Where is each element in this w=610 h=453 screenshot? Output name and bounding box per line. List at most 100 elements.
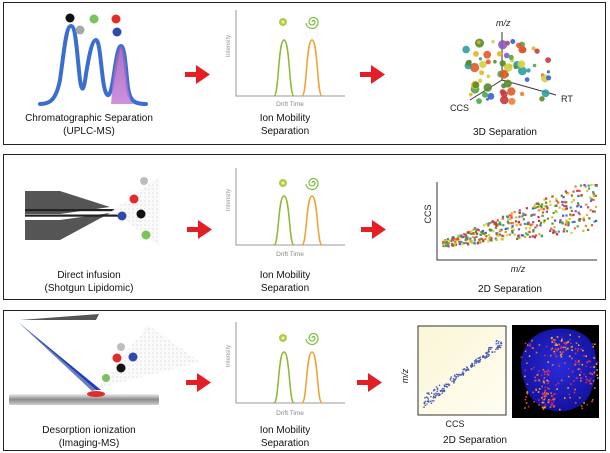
ion-image-pixel	[593, 366, 596, 368]
scatter-point	[474, 230, 478, 233]
ion-image-pixel	[577, 368, 580, 370]
scatter-point	[536, 202, 540, 205]
ion-image-pixel	[553, 341, 556, 344]
scatter-point	[490, 221, 493, 224]
scatter-point	[452, 238, 455, 241]
scatter-point	[481, 356, 484, 358]
ion-image-pixel	[558, 343, 560, 346]
scatter-point	[561, 222, 564, 225]
scatter-point	[511, 231, 514, 234]
ion-image-pixel	[596, 374, 599, 376]
scatter-point	[555, 199, 558, 202]
scatter-point	[594, 205, 598, 208]
scatter-point	[508, 54, 514, 60]
ion-image-pixel	[570, 383, 572, 385]
scatter-point	[476, 232, 479, 235]
scatter-point	[539, 221, 543, 224]
scatter-point	[445, 383, 447, 385]
ion-image-pixel	[560, 340, 563, 342]
ion-image-pixel	[545, 345, 548, 348]
scatter-point	[540, 208, 543, 211]
ion-image-pixel	[547, 380, 550, 382]
ion-image-pixel	[547, 374, 550, 376]
ion-image-pixel	[591, 373, 594, 376]
scatter-point	[533, 205, 536, 208]
ion-image-pixel	[548, 399, 550, 401]
2d-scatter-plot: CCS m/z	[423, 182, 598, 274]
scatter-point	[462, 374, 465, 376]
mobility-title: Ion Mobility	[259, 270, 311, 281]
scatter-point	[570, 201, 573, 204]
ion-image-pixel	[524, 407, 526, 409]
ion-image-pixel	[543, 407, 545, 409]
scatter-point	[551, 216, 554, 219]
ion-image-pixel	[542, 368, 545, 371]
ion-image-pixel	[586, 403, 589, 406]
scatter-point	[572, 190, 575, 193]
scatter-point	[557, 201, 560, 204]
scatter-point	[537, 209, 540, 212]
ion-image-pixel	[574, 364, 577, 366]
ion-image-pixel	[569, 396, 571, 399]
ion-image-pixel	[544, 386, 547, 389]
scatter-point	[487, 348, 490, 351]
scatter-point	[488, 350, 491, 353]
ion-image-pixel	[560, 353, 563, 355]
scatter-point	[447, 245, 450, 248]
scatter-point	[517, 228, 521, 231]
scatter-point	[514, 220, 518, 223]
scatter-point	[460, 374, 462, 376]
scatter-point	[587, 187, 591, 190]
scatter-point	[490, 229, 493, 232]
scatter-point	[473, 364, 476, 367]
mobility-subtitle: Separation	[260, 126, 310, 137]
ion-image-pixel	[555, 384, 557, 387]
scatter-point	[534, 203, 537, 206]
scatter-point	[543, 219, 546, 222]
scatter-point	[563, 200, 566, 204]
scatter-point	[506, 234, 509, 237]
scatter-point	[462, 235, 465, 239]
scatter-point	[456, 238, 459, 241]
scatter-point	[590, 198, 593, 201]
ion-image-pixel	[573, 391, 576, 394]
ion-image-pixel	[557, 348, 559, 350]
ion-image-pixel	[535, 389, 537, 391]
scatter-point	[487, 224, 490, 227]
scatter-point	[485, 355, 488, 357]
ion-image-pixel	[590, 382, 593, 385]
scatter-point	[561, 203, 564, 206]
scatter-point	[465, 59, 472, 66]
ion-image-pixel	[564, 397, 566, 399]
scatter-point	[489, 238, 492, 241]
scatter-point	[569, 206, 572, 209]
scatter-point	[538, 233, 541, 236]
scatter-point	[457, 375, 459, 378]
scatter-point	[525, 207, 528, 210]
scatter-point	[466, 236, 469, 239]
ion-image-pixel	[540, 374, 543, 377]
scatter-point	[529, 224, 532, 227]
scatter-point	[524, 213, 527, 216]
ion-image-pixel	[551, 364, 554, 366]
ion-image-pixel	[586, 379, 589, 381]
ion-image-pixel	[551, 347, 554, 350]
scatter-point	[573, 227, 576, 230]
scatter-point	[554, 230, 557, 233]
drift-plot-xlabel: Drift Time	[276, 410, 304, 417]
scatter-point	[489, 348, 492, 350]
scatter-point	[510, 39, 516, 44]
scatter-point	[495, 224, 498, 227]
ion-image-pixel	[569, 334, 571, 336]
scatter-point	[462, 371, 464, 373]
scatter-point	[533, 213, 536, 216]
scatter-point	[471, 363, 474, 366]
scatter-point	[525, 227, 528, 230]
ion-image-pixel	[545, 370, 548, 373]
scatter-point	[528, 227, 531, 230]
ion-image-pixel	[560, 379, 563, 382]
scatter-point	[426, 400, 429, 403]
ion-image-pixel	[597, 377, 599, 379]
ion-image-pixel	[531, 339, 533, 342]
ion-image-pixel	[579, 368, 582, 371]
